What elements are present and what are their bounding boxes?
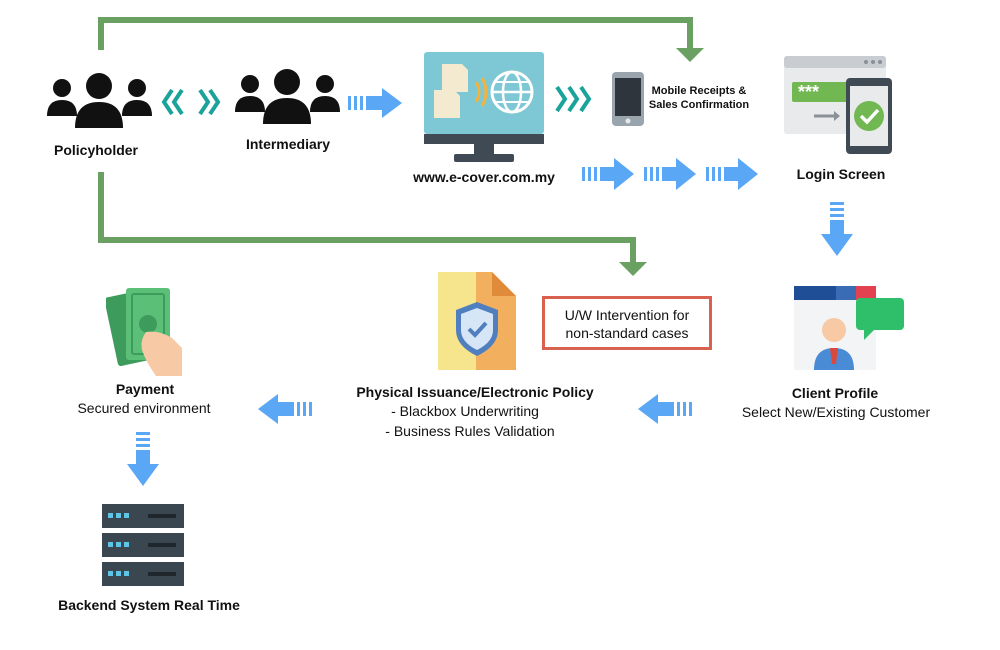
mobile-receipts-line2: Sales Confirmation xyxy=(648,99,750,111)
intermediary-label: Intermediary xyxy=(245,136,331,152)
computer-globe-icon xyxy=(424,52,544,162)
login-screen-icon: *** xyxy=(784,56,892,154)
issuance-title: Physical Issuance/Electronic Policy xyxy=(356,384,594,400)
mobile-receipts-line1: Mobile Receipts & xyxy=(651,85,747,97)
bottom-feedback-arrowhead xyxy=(619,262,647,276)
client-profile-icon xyxy=(794,286,904,370)
people-icon xyxy=(235,69,340,124)
payment-title: Payment xyxy=(115,381,175,397)
top-feedback-line xyxy=(98,17,693,50)
policyholder-label: Policyholder xyxy=(53,142,139,158)
mobile-receipts-label: Mobile Receipts & Sales Confirmation xyxy=(646,84,752,112)
flow-arrow-left xyxy=(258,394,312,424)
shield-document-icon xyxy=(438,272,516,370)
client-profile-title: Client Profile xyxy=(791,385,879,401)
flow-arrow-right xyxy=(348,88,402,118)
cash-hand-icon xyxy=(106,288,182,376)
top-feedback-arrowhead xyxy=(676,48,704,62)
bottom-feedback-line xyxy=(98,172,636,262)
server-rack-icon xyxy=(102,504,184,586)
issuance-item-1: - Blackbox Underwriting xyxy=(391,403,539,419)
chevron-triple-icon xyxy=(555,85,592,113)
uw-intervention-box: U/W Intervention for non-standard cases xyxy=(542,296,712,350)
issuance-item-2: - Business Rules Validation xyxy=(385,423,555,439)
payment-subtitle: Secured environment xyxy=(77,400,211,416)
uw-intervention-line1: U/W Intervention for xyxy=(564,307,690,323)
password-mask: *** xyxy=(798,82,819,102)
flow-arrow-down xyxy=(821,202,853,256)
flow-arrows-right xyxy=(582,158,758,190)
login-label: Login Screen xyxy=(796,166,886,182)
backend-label: Backend System Real Time xyxy=(58,597,240,613)
people-icon xyxy=(47,73,152,128)
flow-arrow-left xyxy=(638,394,692,424)
uw-intervention-line2: non-standard cases xyxy=(565,325,689,341)
client-profile-subtitle: Select New/Existing Customer xyxy=(741,404,931,420)
chevron-double-icon xyxy=(161,88,221,116)
flow-arrow-down xyxy=(127,432,159,486)
website-label: www.e-cover.com.my xyxy=(413,169,555,185)
smartphone-icon xyxy=(612,72,644,126)
